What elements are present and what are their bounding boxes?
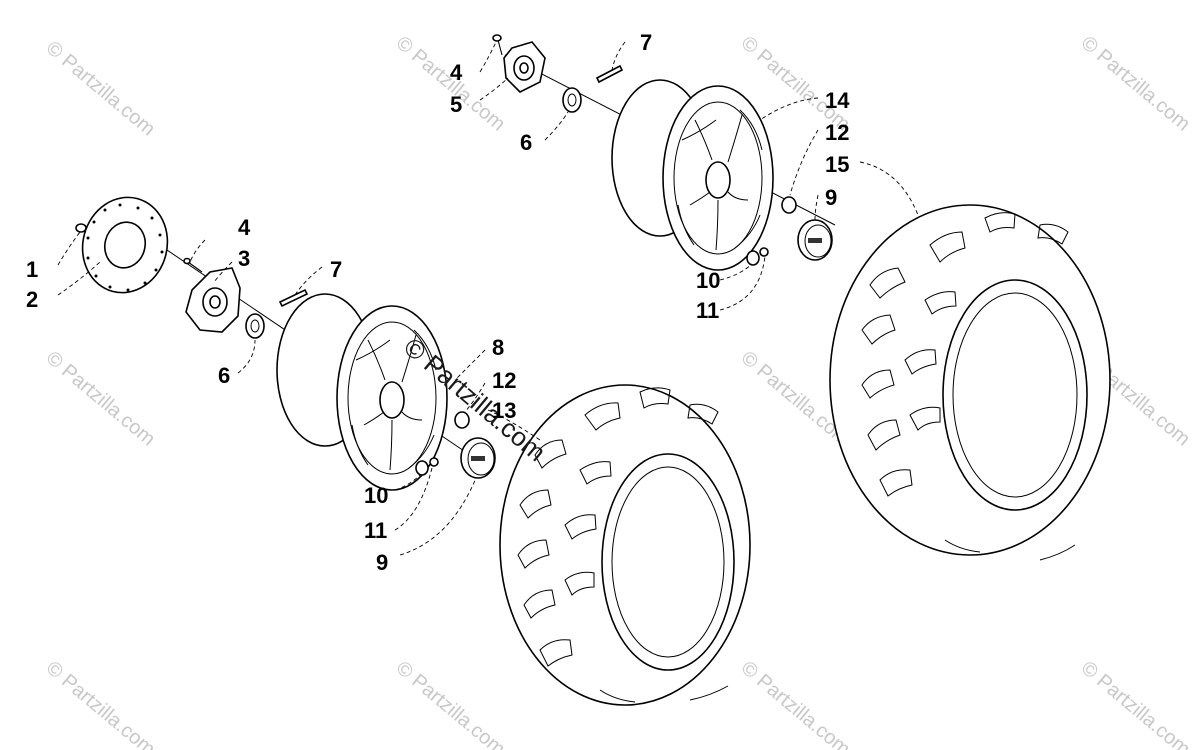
callout-4: 4	[238, 215, 251, 240]
callout-14: 14	[825, 88, 850, 113]
tire-part	[499, 384, 751, 706]
wheel-rim-part	[276, 293, 448, 491]
watermark-text: © Partzilla.com	[1077, 32, 1194, 135]
callout-2: 2	[26, 287, 38, 312]
cotter-pin-part	[595, 64, 624, 84]
callout-6: 6	[218, 363, 230, 388]
watermark-text: © Partzilla.com	[392, 657, 509, 750]
watermark-text: © Partzilla.com	[1077, 657, 1194, 750]
lower-assembly: © Partzilla.com	[75, 196, 751, 706]
hub-cap-part	[460, 437, 496, 479]
upper-assembly	[492, 34, 1111, 561]
callout-11: 11	[364, 518, 387, 543]
watermark-text: © Partzilla.com	[42, 347, 159, 450]
callout-8: 8	[492, 335, 504, 360]
callout-12: 12	[492, 368, 516, 393]
callout-9: 9	[376, 550, 388, 575]
tire-part	[829, 204, 1111, 561]
callout-7: 7	[640, 30, 652, 55]
bolt-part	[183, 257, 203, 273]
hub-part	[503, 41, 546, 93]
hub-part	[185, 267, 241, 333]
lug-nut-part	[454, 411, 470, 429]
leader-lines	[57, 41, 919, 556]
watermark-text: © Partzilla.com	[737, 657, 854, 750]
bolt-part	[492, 34, 503, 56]
screw-part	[75, 223, 87, 233]
valve-stem-part	[415, 457, 439, 476]
cotter-pin-part	[278, 288, 309, 308]
nut-part	[562, 87, 582, 113]
callout-9: 9	[825, 185, 837, 210]
callout-13: 13	[492, 398, 516, 423]
hub-cap-part	[797, 219, 833, 261]
callout-4: 4	[450, 60, 463, 85]
watermark-text: © Partzilla.com	[42, 657, 159, 750]
callout-5: 5	[450, 92, 462, 117]
callout-3: 3	[238, 246, 250, 271]
watermark-text: © Partzilla.com	[42, 37, 159, 140]
nut-part	[245, 313, 265, 339]
callout-15: 15	[825, 152, 849, 177]
brake-disc-part	[81, 196, 169, 294]
callout-numbers: 1 2 3 4 4 5 6 6 7 7 8 9 9 10 10 11 11 12…	[26, 30, 850, 575]
callout-7: 7	[330, 257, 342, 282]
callout-11: 11	[696, 298, 719, 323]
lug-nut-part	[781, 196, 797, 214]
callout-12: 12	[825, 120, 849, 145]
callout-1: 1	[26, 257, 38, 282]
valve-stem-part	[746, 247, 769, 266]
callout-10: 10	[696, 268, 720, 293]
wheel-rim-part	[611, 79, 774, 271]
callout-6: 6	[520, 130, 532, 155]
callout-10: 10	[364, 483, 388, 508]
